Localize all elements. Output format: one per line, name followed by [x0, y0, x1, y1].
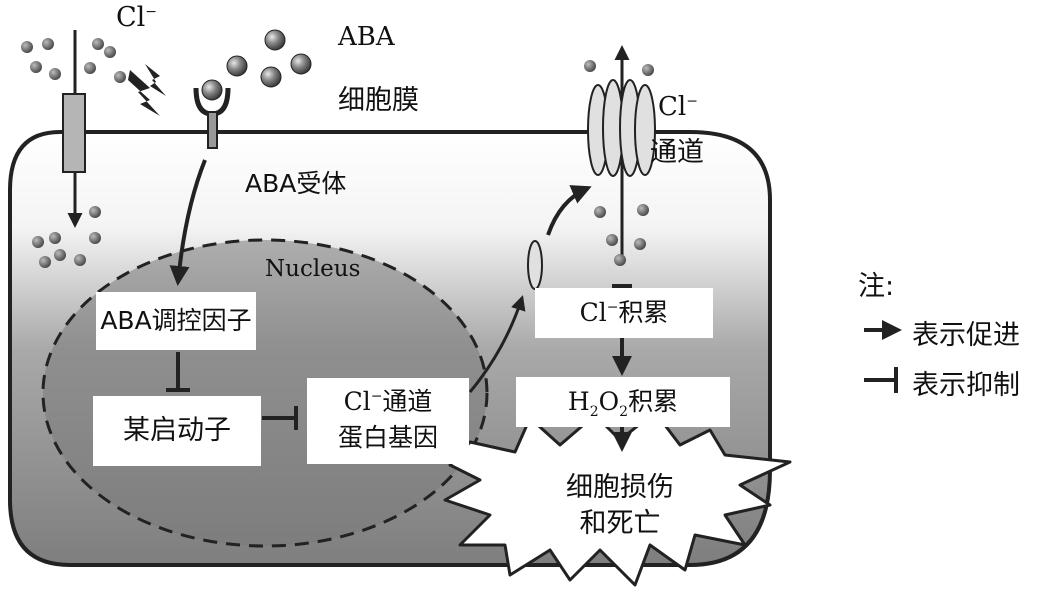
legend-inhibit-label: 表示抑制 [912, 370, 1020, 401]
arrow-vesicle-to-channel [546, 185, 592, 236]
legend-promote-label: 表示促进 [912, 320, 1020, 351]
label-cell-membrane: 细胞膜 [338, 85, 419, 116]
arrow-gene-to-vesicle [468, 295, 526, 393]
box-promoter: 某启动子 [93, 396, 261, 466]
label-channel-ion: Cl− [658, 92, 698, 122]
legend-title: 注: [858, 271, 895, 302]
label-aba: ABA [338, 22, 395, 52]
aba-receptor [193, 87, 231, 149]
gene-line-2: 蛋白基因 [337, 423, 438, 452]
label-channel-text: 通道 [650, 137, 704, 168]
label-nucleus: Nucleus [265, 256, 361, 282]
cl-ions-right [584, 60, 654, 266]
channel-protein-vesicle [527, 240, 543, 290]
box-aba-regulator: ABA调控因子 [96, 292, 256, 350]
lightning-icon-2 [145, 64, 166, 96]
damage-line-1: 细胞损伤 [566, 472, 674, 503]
gene-line-1: Cl−通道 [343, 387, 433, 416]
box-cl-accumulation: Cl−积累 [535, 288, 713, 338]
membrane-channel-left [62, 93, 86, 173]
arrow-receptor-to-regulator [169, 159, 207, 286]
cl-ions-inside-left [32, 206, 101, 268]
box-h2o2-accumulation: H2O2积累 [516, 377, 730, 427]
damage-line-2: 和死亡 [579, 508, 661, 539]
box-cell-damage: 细胞损伤 和死亡 [530, 470, 710, 550]
aba-molecules [201, 29, 312, 101]
cl-ions-outside [21, 38, 126, 83]
cl-channel-right [587, 79, 656, 177]
label-cl-top: Cl− [116, 2, 158, 33]
label-aba-receptor: ABA受体 [245, 169, 347, 198]
lightning-icon [128, 70, 160, 116]
box-cl-channel-gene: Cl−通道 蛋白基因 [307, 378, 469, 464]
